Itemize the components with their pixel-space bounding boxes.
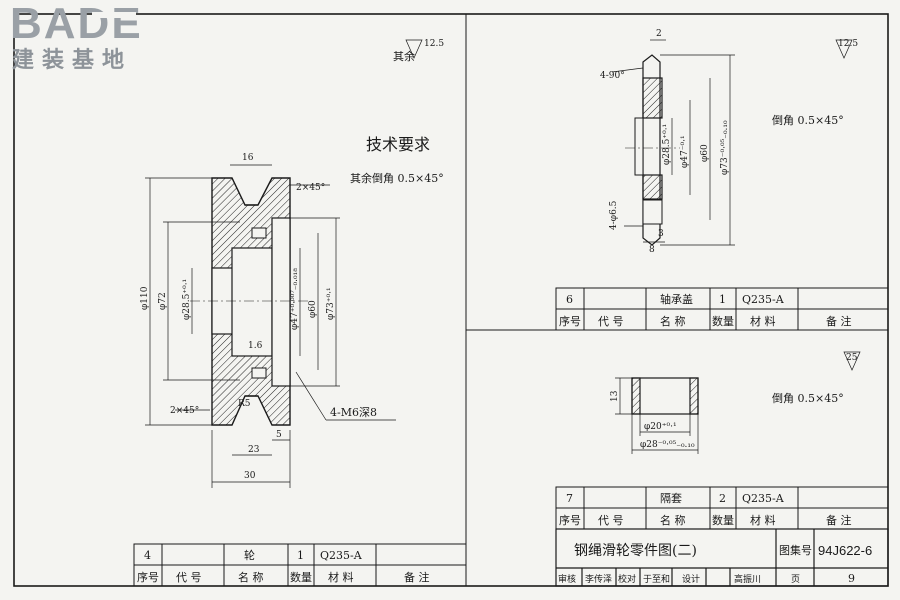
- bom-spacer-header-name: 名 称: [660, 513, 686, 527]
- dim-phi110: φ110: [140, 286, 150, 310]
- title-block-grid: [555, 528, 889, 587]
- logo-subtitle: 建装基地: [12, 48, 133, 73]
- review-signature: 李传泽: [585, 573, 612, 585]
- dim-16: 16: [242, 153, 254, 163]
- bom-wheel-header-name: 名 称: [238, 570, 264, 584]
- tech-requirements-note: 其余倒角 0.5×45°: [350, 171, 444, 185]
- dim-cap-phi47: φ47⁻⁰·¹: [680, 135, 690, 168]
- bom-cap-no: 6: [566, 293, 573, 306]
- dim-cap-3: 3: [658, 229, 664, 239]
- pulley-section-view: [190, 177, 310, 426]
- dim-30: 30: [244, 471, 256, 481]
- bom-spacer-name: 隔套: [660, 492, 682, 505]
- bom-wheel-header-qty: 数量: [290, 571, 312, 584]
- bom-spacer-material: Q235-A: [742, 492, 785, 505]
- bom-spacer-no: 7: [566, 492, 573, 505]
- dim-5: 5: [276, 430, 282, 440]
- design-label: 设计: [682, 573, 700, 585]
- dim-cap-phi28-5: φ28.5⁺⁰·¹: [662, 124, 672, 165]
- dim-cap-phi60: φ60: [700, 144, 710, 162]
- bom-wheel-header-no: 序号: [137, 570, 159, 584]
- bom-cap-qty: 1: [719, 293, 726, 306]
- dim-cap-2: 2: [656, 29, 662, 39]
- page-label: 页: [791, 574, 800, 585]
- dim-cap-4-90: 4-90°: [600, 71, 625, 81]
- bom-cap-header-no: 序号: [559, 314, 581, 328]
- dim-cap-phi73: φ73⁻⁰·⁰⁵₋₀.₁₀: [720, 120, 730, 175]
- dim-cap-8: 8: [649, 245, 655, 255]
- dim-2x45-top: 2×45°: [296, 183, 325, 193]
- dim-2x45-bottom: 2×45°: [170, 406, 199, 416]
- roughness-value-left: 12.5: [424, 39, 444, 49]
- dim-spacer-13: 13: [610, 390, 620, 402]
- bom-wheel-material: Q235-A: [320, 549, 363, 562]
- atlas-no: 94J622-6: [818, 543, 872, 558]
- spacer-section-view: [631, 377, 699, 415]
- dim-4-m6: 4-M6深8: [330, 406, 377, 419]
- bom-spacer-header-remark: 备 注: [826, 513, 852, 527]
- check-signature: 于至和: [643, 574, 670, 585]
- bom-spacer-header-qty: 数量: [712, 514, 734, 527]
- dim-phi73: φ73⁺⁰·¹: [326, 287, 336, 320]
- spacer-dimension-lines: [615, 351, 861, 454]
- bom-table-wheel-grid: [133, 543, 467, 587]
- dim-spacer-phi20: φ20⁺⁰·¹: [644, 422, 677, 432]
- design-signature: 高振川: [734, 573, 761, 585]
- check-label: 校对: [618, 573, 636, 585]
- dim-phi47: φ47⁺⁰·⁰⁰⁷₋₀.₀₁₈: [290, 268, 300, 330]
- bom-wheel-name: 轮: [244, 548, 255, 562]
- roughness-1-6: 1.6: [248, 341, 263, 351]
- dim-phi28-5: φ28.5⁺⁰·¹: [182, 279, 192, 320]
- bom-cap-header-material: 材 料: [750, 314, 776, 328]
- review-label: 审核: [558, 573, 576, 585]
- bom-cap-material: Q235-A: [742, 293, 785, 306]
- bom-wheel-header-code: 代 号: [176, 571, 202, 584]
- dim-23: 23: [248, 445, 260, 455]
- bom-cap-header-code: 代 号: [598, 315, 624, 328]
- spacer-chamfer-note: 倒角 0.5×45°: [772, 392, 844, 405]
- bom-spacer-header-no: 序号: [559, 513, 581, 527]
- dim-r5: R5: [238, 399, 251, 409]
- roughness-note-left: 其余: [393, 49, 415, 63]
- bom-cap-name: 轴承盖: [660, 292, 693, 306]
- bom-spacer-qty: 2: [719, 492, 726, 505]
- bom-wheel-header-material: 材 料: [328, 570, 354, 584]
- logo-brand: BADE: [10, 0, 143, 48]
- dim-phi60: φ60: [308, 300, 318, 318]
- page-number: 9: [848, 572, 855, 585]
- dim-spacer-phi28: φ28⁻⁰·⁰⁵₋₀.₁₀: [640, 440, 695, 450]
- bom-cap-header-remark: 备 注: [826, 314, 852, 328]
- cap-chamfer-note: 倒角 0.5×45°: [772, 114, 844, 127]
- atlas-no-label: 图集号: [779, 543, 812, 557]
- tech-requirements-title: 技术要求: [366, 135, 430, 154]
- dim-cap-4-phi6-5: 4-φ6.5: [609, 200, 619, 230]
- bom-wheel-header-remark: 备 注: [404, 570, 430, 584]
- bom-spacer-header-code: 代 号: [598, 514, 624, 527]
- bom-wheel-no: 4: [144, 549, 151, 562]
- roughness-value-spacer: 25: [846, 353, 858, 363]
- roughness-value-cap: 12.5: [838, 39, 858, 49]
- bom-table-cap-grid: [555, 287, 889, 331]
- bearing-cap-section-view: [625, 54, 680, 246]
- dim-phi72: φ72: [158, 292, 168, 310]
- pulley-dimension-lines: [145, 39, 423, 488]
- bom-cap-header-name: 名 称: [660, 314, 686, 328]
- drawing-title: 钢绳滑轮零件图(二): [574, 542, 697, 559]
- bom-cap-header-qty: 数量: [712, 315, 734, 328]
- bom-wheel-qty: 1: [297, 549, 304, 562]
- bom-spacer-header-material: 材 料: [750, 513, 776, 527]
- bearing-cap-dimension-lines: [611, 39, 853, 246]
